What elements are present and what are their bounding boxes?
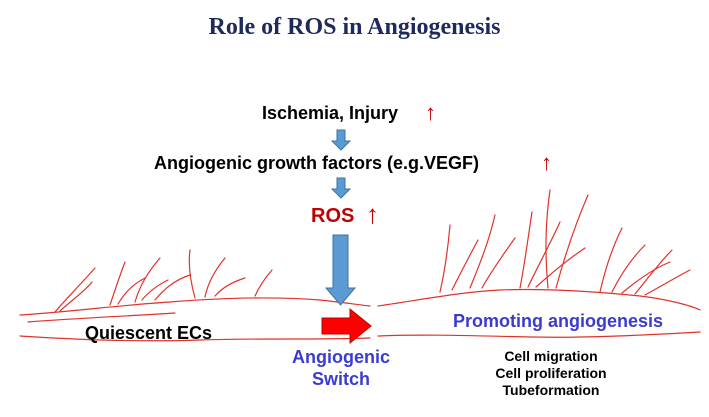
- angiogenic-switch-line1: Angiogenic: [292, 347, 390, 367]
- down-arrow-icon: [330, 129, 352, 151]
- right-vessel-upper-edge: [377, 288, 701, 311]
- right-branch-1: [439, 224, 479, 293]
- up-arrow-icon: ↑: [366, 199, 379, 229]
- right-branch-3: [519, 211, 586, 289]
- page-title: Role of ROS in Angiogenesis: [208, 14, 501, 40]
- left-branch-2: [109, 261, 146, 306]
- right-branch-2: [469, 214, 516, 289]
- up-arrow-icon: ↑: [425, 100, 436, 125]
- up-arrow-icon: ↑: [541, 150, 552, 175]
- right-arrow-icon: [321, 307, 372, 345]
- step-ros: ROS: [311, 205, 355, 227]
- quiescent-ecs-label: Quiescent ECs: [85, 323, 213, 343]
- outcome-cell-migration: Cell migration: [504, 348, 598, 364]
- left-vessel-lower-edge: [19, 335, 371, 342]
- step-growth-factors: Angiogenic growth factors (e.g.VEGF): [154, 153, 480, 173]
- step-ischemia-injury: Ischemia, Injury: [262, 103, 399, 123]
- down-arrow-icon: [324, 234, 357, 306]
- outcome-tube-formation: Tubeformation: [502, 382, 600, 398]
- left-branch-4: [154, 274, 191, 301]
- left-branch-6: [254, 269, 273, 297]
- angiogenic-switch-line2: Switch: [311, 369, 370, 389]
- left-branch-1: [54, 267, 96, 313]
- right-branch-5: [599, 227, 671, 294]
- left-branch-3: [134, 257, 169, 303]
- right-branch-4: [545, 189, 589, 289]
- outcomes-list: Cell migration Cell proliferation Tubefo…: [486, 348, 616, 399]
- left-vessel-upper-edge: [19, 297, 371, 316]
- right-branch-6: [634, 249, 691, 296]
- angiogenic-switch-label: Angiogenic Switch: [289, 346, 393, 390]
- left-branch-5: [188, 249, 246, 299]
- left-vessel-mid-edge: [27, 312, 176, 323]
- right-vessel-lower-edge: [377, 331, 701, 338]
- outcome-cell-proliferation: Cell proliferation: [495, 365, 607, 381]
- down-arrow-icon: [330, 177, 352, 199]
- promoting-angiogenesis-label: Promoting angiogenesis: [453, 311, 664, 331]
